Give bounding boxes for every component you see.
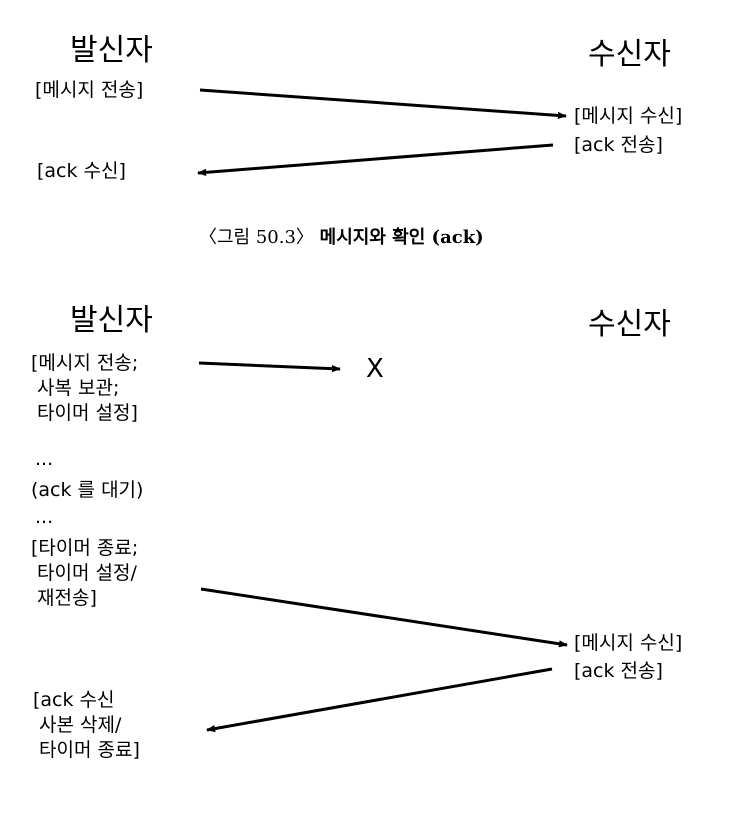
sender-title-2: 발신자 xyxy=(70,303,153,338)
figure1-caption-title: 메시지와 확인 (ack) xyxy=(319,227,484,248)
receiver-title-2: 수신자 xyxy=(588,307,671,342)
wait-ack-label: (ack 를 대기) xyxy=(31,479,144,501)
retransmit-arrow xyxy=(200,587,568,648)
receiver-title: 수신자 xyxy=(588,37,671,72)
figure1-caption-number: 〈그림 50.3〉 xyxy=(199,227,314,248)
receive-message-label: [메시지 수신] xyxy=(574,105,683,127)
sender-title: 발신자 xyxy=(70,33,153,68)
send-block: [메시지 전송; 사복 보관; 타이머 설정] xyxy=(31,352,139,424)
retransmit-ack-arrow xyxy=(206,667,553,733)
receive-message-label-2: [메시지 수신] xyxy=(574,632,683,654)
ellipsis-bottom: ... xyxy=(35,506,54,528)
ellipsis-top: ... xyxy=(35,448,54,470)
lost-message-arrow xyxy=(198,361,341,373)
ack-send-label-2: [ack 전송] xyxy=(574,660,663,682)
ack-arrow xyxy=(197,143,554,176)
message-arrow xyxy=(199,88,567,120)
ack-receive-block: [ack 수신 사본 삭제/ 타이머 종료] xyxy=(33,689,140,761)
send-message-label: [메시지 전송] xyxy=(35,79,144,101)
figure1-caption: 〈그림 50.3〉 메시지와 확인 (ack) xyxy=(199,227,484,249)
lost-message-marker: X xyxy=(366,354,384,384)
ack-receive-label: [ack 수신] xyxy=(37,160,126,182)
ack-send-label: [ack 전송] xyxy=(574,134,663,156)
timeout-block: [타이머 종료; 타이머 설정/ 재전송] xyxy=(31,537,139,609)
